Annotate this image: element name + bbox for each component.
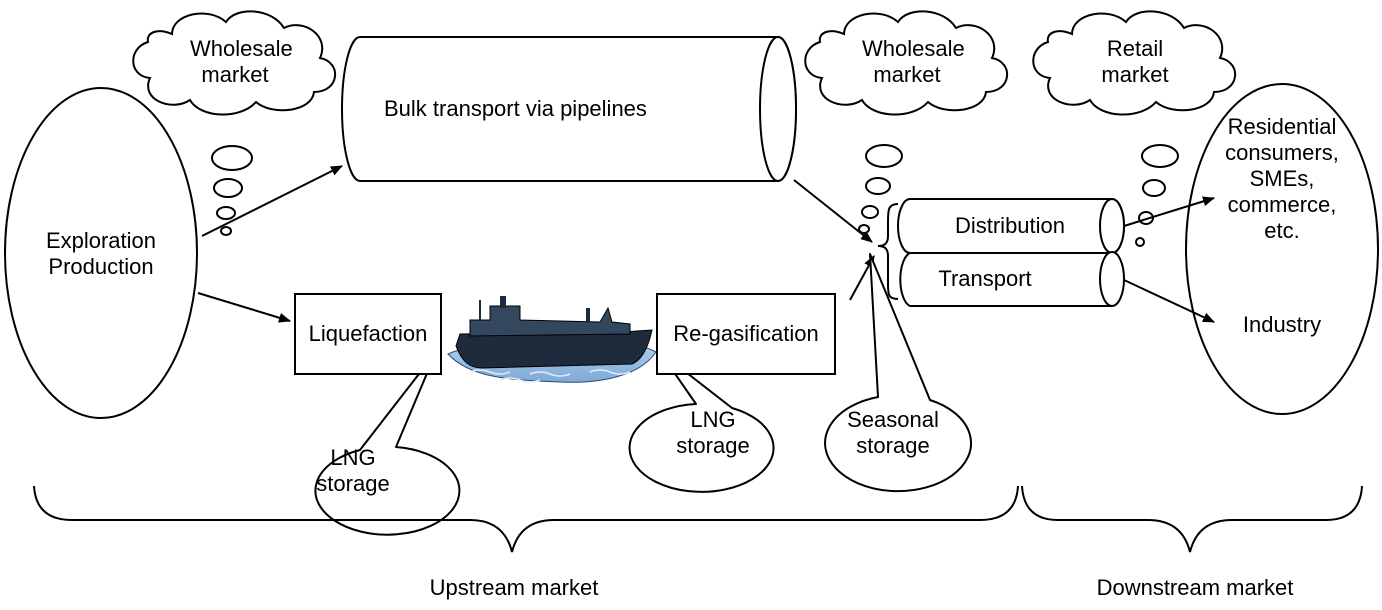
- lng-storage-right-label: LNG storage: [640, 407, 786, 459]
- thought-bubbles-right: [1135, 144, 1179, 247]
- seasonal-storage-callout: [824, 253, 972, 493]
- downstream-market-label: Downstream market: [1096, 575, 1294, 600]
- wholesale-left-line2: market: [201, 62, 269, 87]
- seasonal-line2: storage: [856, 433, 930, 458]
- wholesale-market-mid-label: Wholesale market: [862, 36, 965, 88]
- flow-arrows: [197, 165, 1215, 323]
- wholesale-mid-line1: Wholesale: [862, 36, 965, 61]
- regasification-box: Re-gasification: [656, 293, 836, 375]
- distribution-label: Distribution: [954, 213, 1066, 238]
- upstream-market-brace: [33, 485, 1019, 553]
- end-consumers-node: [1185, 83, 1379, 415]
- exploration-line1: Exploration: [45, 228, 157, 253]
- wholesale-mid-line2: market: [873, 62, 941, 87]
- upstream-market-label: Upstream market: [429, 575, 599, 600]
- lng-left-line2: storage: [316, 471, 390, 496]
- wholesale-left-line1: Wholesale: [190, 36, 293, 61]
- consumers-line3: SMEs,: [1249, 166, 1315, 191]
- downstream-market-brace: [1021, 485, 1363, 553]
- thought-bubbles-mid: [858, 144, 903, 234]
- retail-market-label: Retail market: [1090, 36, 1180, 88]
- retail-line1: Retail: [1106, 36, 1164, 61]
- distribution-pipe: [897, 198, 1125, 254]
- liquefaction-label: Liquefaction: [308, 321, 428, 346]
- retail-market-cloud: [1032, 10, 1237, 116]
- consumers-line1: Residential: [1227, 114, 1337, 139]
- lng-left-line1: LNG: [330, 445, 376, 470]
- consumers-label: Residential consumers, SMEs, commerce, e…: [1198, 114, 1366, 244]
- exploration-production-node: [4, 87, 198, 419]
- wholesale-market-left-cloud: [132, 10, 337, 116]
- liquefaction-box: Liquefaction: [294, 293, 442, 375]
- lng-storage-left-label: LNG storage: [280, 445, 426, 497]
- industry-label: Industry: [1242, 312, 1322, 337]
- lng-storage-right-callout: [628, 351, 775, 493]
- exploration-production-label: Exploration Production: [20, 228, 182, 280]
- exploration-line2: Production: [48, 254, 154, 279]
- consumers-line5: etc.: [1264, 218, 1300, 243]
- transport-pipe: [899, 251, 1125, 307]
- seasonal-storage-label: Seasonal storage: [818, 407, 968, 459]
- wholesale-market-mid-cloud: [804, 10, 1009, 116]
- lng-tanker-ship-icon: [447, 296, 657, 383]
- lng-right-line2: storage: [676, 433, 750, 458]
- thought-bubbles-left: [211, 145, 253, 236]
- retail-line2: market: [1101, 62, 1169, 87]
- transport-label: Transport: [938, 266, 1032, 291]
- consumers-line2: consumers,: [1225, 140, 1339, 165]
- consumers-line4: commerce,: [1227, 192, 1337, 217]
- seasonal-line1: Seasonal: [847, 407, 939, 432]
- bulk-transport-label: Bulk transport via pipelines: [384, 96, 647, 121]
- wholesale-market-left-label: Wholesale market: [190, 36, 293, 88]
- regasification-label: Re-gasification: [673, 321, 819, 346]
- bulk-transport-pipeline: [341, 36, 797, 182]
- lng-storage-left-callout: [314, 351, 461, 536]
- pipes-grouping-brace: [877, 203, 899, 300]
- lng-right-line1: LNG: [690, 407, 736, 432]
